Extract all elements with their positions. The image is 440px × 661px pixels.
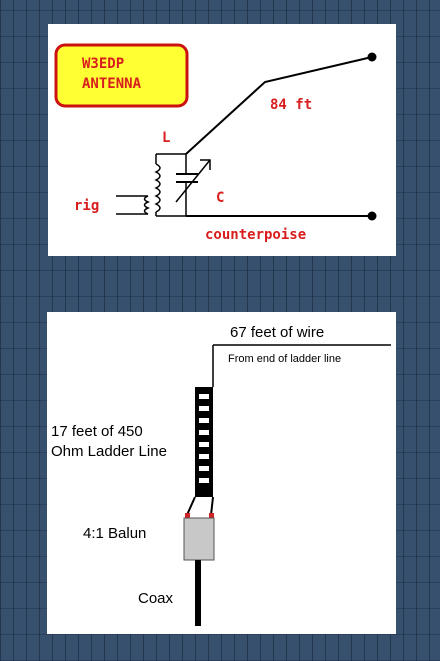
- ladder-label-line-1: 17 feet of 450: [51, 423, 143, 440]
- ladder-rung: [199, 454, 209, 459]
- ladder-line-antenna-diagram: 67 feet of wire From end of ladder line …: [47, 312, 396, 634]
- coax-cable: [195, 560, 201, 626]
- balun-terminal-left: [185, 513, 190, 518]
- top-wire-sublabel: From end of ladder line: [228, 353, 341, 365]
- ladder-line: [195, 387, 213, 497]
- capacitor-variable-arrow: [175, 159, 211, 203]
- inductor-label: L: [162, 130, 170, 146]
- ladder-rung: [199, 442, 209, 447]
- balun-label: 4:1 Balun: [83, 525, 146, 542]
- w3edp-antenna-diagram: W3EDP ANTENNA 84 ft L rig C counterpois: [48, 24, 396, 256]
- coax-label: Coax: [138, 590, 174, 607]
- arrow-head-icon: [200, 159, 211, 170]
- ladder-rung: [199, 418, 209, 423]
- title-box: [54, 43, 189, 108]
- balun-lead-right: [210, 496, 214, 516]
- rig-label: rig: [74, 198, 99, 214]
- antenna-end-point: [367, 52, 377, 62]
- ladder-line-schematic: 67 feet of wire From end of ladder line …: [51, 324, 391, 626]
- inductor-coil: [154, 163, 161, 213]
- title-line-1: W3EDP: [82, 56, 124, 72]
- ladder-rung: [199, 394, 209, 399]
- ladder-label-line-2: Ohm Ladder Line: [51, 443, 167, 460]
- ladder-rung: [199, 466, 209, 471]
- antenna-wire: [185, 56, 373, 155]
- wire-length-label: 84 ft: [270, 97, 312, 113]
- ladder-rung: [199, 430, 209, 435]
- w3edp-schematic: W3EDP ANTENNA 84 ft L rig C counterpois: [54, 43, 377, 243]
- balun-box: [183, 517, 215, 561]
- top-wire-label: 67 feet of wire: [230, 324, 324, 341]
- ladder-rung: [199, 478, 209, 483]
- coupling-coil: [143, 195, 150, 215]
- counterpoise-end-point: [367, 211, 377, 221]
- counterpoise-label: counterpoise: [205, 227, 306, 243]
- balun-lead-left: [186, 496, 196, 516]
- capacitor-label: C: [216, 190, 224, 206]
- balun-terminal-right: [209, 513, 214, 518]
- title-line-2: ANTENNA: [82, 76, 142, 92]
- ladder-rung: [199, 406, 209, 411]
